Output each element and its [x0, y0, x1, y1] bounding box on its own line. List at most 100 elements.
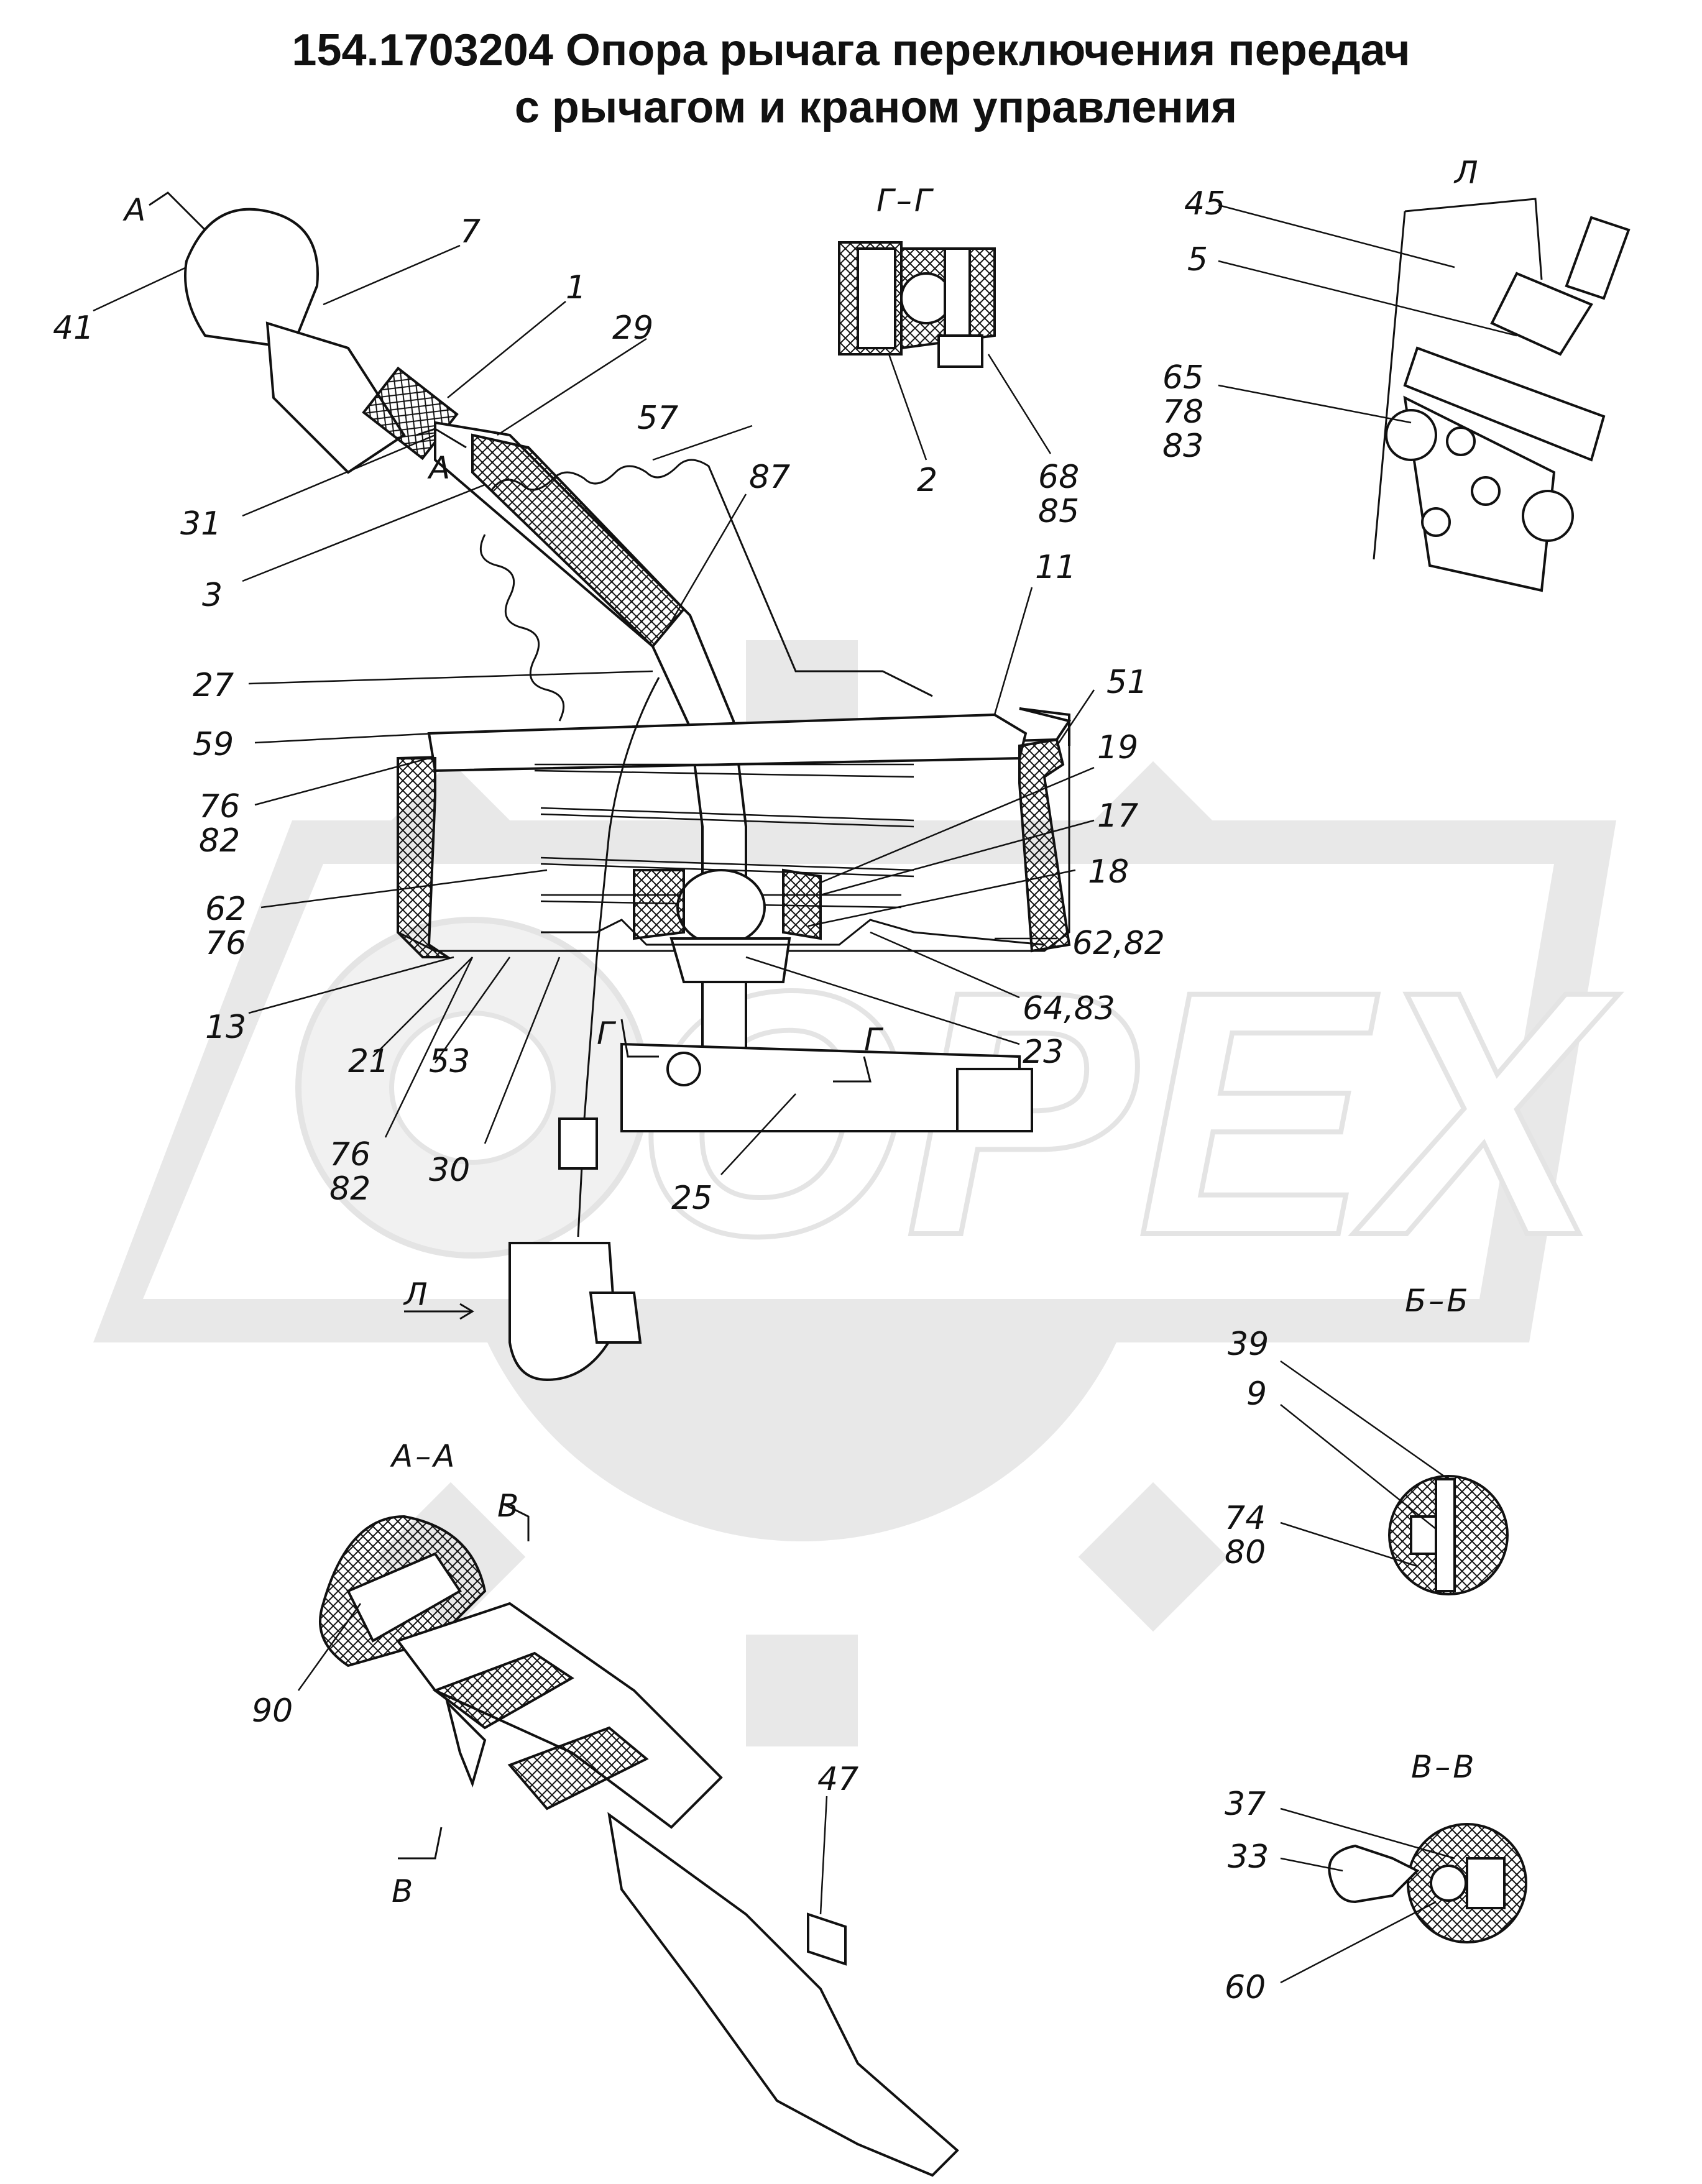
watermark: OPEX [93, 640, 1622, 1746]
callout-76-82-c: 76 [329, 1136, 370, 1173]
callout-7: 7 [460, 213, 481, 250]
callout-31: 31 [180, 505, 221, 543]
bb-insert [1410, 1515, 1437, 1555]
cut-v-top-marker [503, 1503, 530, 1541]
callout-90: 90 [252, 1692, 293, 1730]
cable-end-fitting [508, 1242, 617, 1382]
bellows-top [490, 459, 933, 697]
callout-41: 41 [53, 310, 94, 347]
view-l-bolt-right [1522, 490, 1574, 542]
callout-51: 51 [1106, 664, 1148, 701]
callout-27: 27 [193, 667, 234, 704]
aa-knob-insert [346, 1552, 462, 1643]
callout-65: 65 [1162, 359, 1203, 397]
callout-23: 23 [1023, 1034, 1064, 1071]
view-l-fitting [1490, 272, 1593, 356]
bellows-left [479, 534, 565, 722]
cut-v-bottom-marker [398, 1827, 443, 1860]
callout-29: 29 [612, 310, 653, 347]
ball-joint [676, 869, 766, 946]
leader-lines [93, 204, 1517, 1984]
callout-labels: 41 7 1 29 57 87 31 3 27 11 51 59 19 17 1… [53, 185, 1269, 2006]
callout-21: 21 [348, 1043, 389, 1080]
section-a-a [319, 1503, 959, 2177]
callout-2: 2 [917, 462, 937, 499]
cable-nut [558, 1117, 598, 1170]
callout-60: 60 [1225, 1969, 1266, 2006]
callout-80: 80 [1225, 1534, 1266, 1571]
view-l-arrow [404, 1303, 474, 1320]
housing-flange [427, 713, 1028, 773]
cut-label-a-mid: А [427, 450, 453, 486]
aa-ring [807, 1912, 847, 1966]
bb-pin [1435, 1478, 1456, 1592]
section-v-v [1328, 1823, 1527, 1943]
section-title-b-b: Б–Б [1405, 1283, 1471, 1319]
vv-button [1328, 1844, 1420, 1904]
vv-plunger [1430, 1865, 1467, 1902]
view-l-pipe [1565, 216, 1631, 300]
base-plate [541, 919, 1045, 946]
callout-87: 87 [749, 459, 790, 496]
lever-sleeve [471, 433, 686, 648]
callout-64-83: 64,83 [1023, 990, 1115, 1027]
callout-5: 5 [1187, 241, 1208, 278]
callout-1: 1 [566, 269, 586, 306]
section-title-v-v: В–В [1411, 1749, 1477, 1785]
cut-g-right-marker [833, 1056, 872, 1083]
callout-30: 30 [429, 1152, 470, 1189]
knob-sleeve [265, 321, 406, 474]
callout-59: 59 [193, 726, 234, 763]
callout-33: 33 [1228, 1838, 1269, 1876]
aa-trigger [445, 1699, 487, 1788]
callout-53: 53 [429, 1043, 470, 1080]
vv-spring-seat [1466, 1857, 1506, 1909]
callout-83: 83 [1162, 428, 1203, 465]
view-l [1373, 198, 1631, 592]
lower-boot [669, 937, 791, 983]
callout-57: 57 [637, 400, 678, 437]
callout-62-82: 62,82 [1072, 925, 1165, 962]
view-l-outline [1373, 198, 1543, 560]
callout-76-82-b: 82 [199, 822, 240, 860]
callout-47: 47 [817, 1761, 858, 1798]
section-title-g-g: Г–Г [876, 183, 934, 219]
cable-clamp [589, 1292, 642, 1344]
aa-tube [607, 1812, 959, 2177]
view-l-flange [1403, 346, 1606, 462]
gg-slot [857, 247, 896, 349]
callout-76-82-d: 82 [329, 1170, 370, 1208]
callout-17: 17 [1097, 797, 1138, 835]
callout-62-76-b: 76 [205, 925, 246, 962]
knob [184, 208, 319, 350]
aa-sleeve-hatch [432, 1651, 574, 1730]
gg-bolt-head [937, 334, 983, 368]
cut-label-v-bottom: В [392, 1873, 415, 1909]
callout-3: 3 [202, 577, 223, 614]
view-arrow-label-l: Л [403, 1277, 430, 1313]
cut-g-left-marker [620, 1019, 659, 1058]
control-valve [956, 1068, 1033, 1132]
callout-19: 19 [1097, 729, 1138, 766]
callout-74: 74 [1225, 1500, 1266, 1537]
page-title-line2: с рычагом и краном управления [514, 83, 1238, 132]
callout-18: 18 [1088, 853, 1129, 891]
aa-lower-hatch [507, 1726, 649, 1810]
pivot-pin [666, 1052, 701, 1086]
cut-label-a-top: А [122, 192, 148, 228]
callout-45: 45 [1184, 185, 1225, 223]
callout-68: 68 [1038, 459, 1079, 496]
cut-label-v-top: В [497, 1488, 521, 1524]
cut-a-mid-marker [416, 428, 467, 449]
cut-a-top-marker [149, 191, 206, 231]
callout-76-82-a: 76 [199, 788, 240, 825]
section-b-b [1388, 1475, 1509, 1595]
callout-9: 9 [1246, 1375, 1267, 1413]
cut-label-g-left: Г [597, 1016, 617, 1052]
callout-11: 11 [1035, 549, 1076, 586]
view-l-bolt-left [1385, 409, 1437, 461]
page-title-line1: 154.1703204 Опора рычага переключения пе… [292, 25, 1410, 75]
callout-13: 13 [205, 1009, 246, 1046]
ball-seat-left [633, 869, 685, 940]
